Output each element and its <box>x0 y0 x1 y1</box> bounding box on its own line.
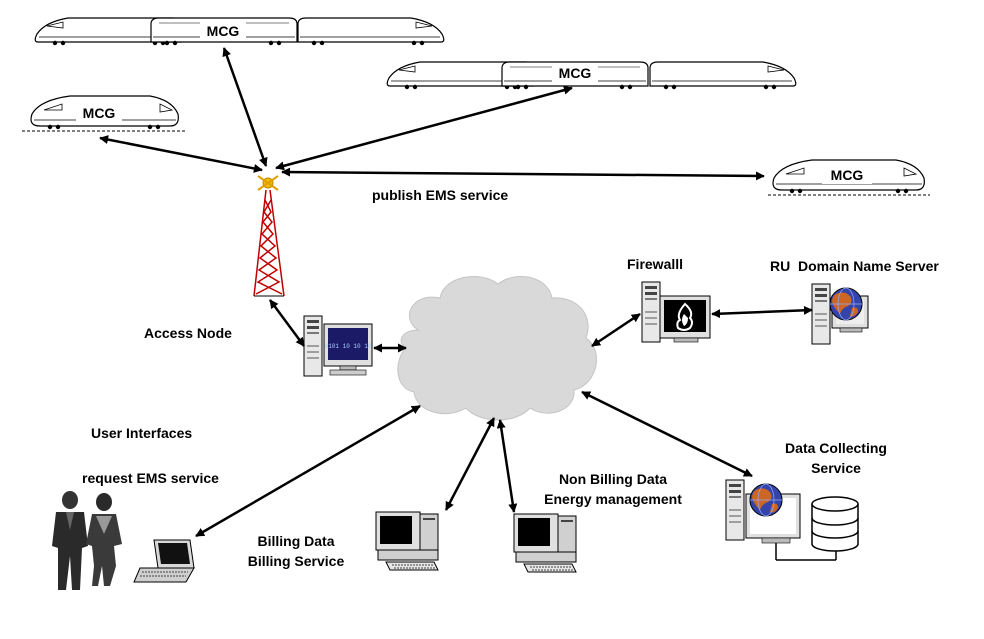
train-label-top-right: MCG <box>559 65 592 81</box>
user-interfaces-label: User Interfaces <box>91 425 193 441</box>
dns-label: RU Domain Name Server <box>770 258 939 274</box>
billing-computer-icon <box>375 511 439 571</box>
arrow-cloud-non-billing <box>496 419 518 513</box>
billing-service-line: Billing Service <box>247 553 345 569</box>
data-collecting-server-icon <box>725 479 837 561</box>
request-ems-service-label: request EMS service <box>82 470 219 486</box>
train-label-top-left: MCG <box>207 23 240 39</box>
non-billing-data-label: Non Billing Data Energy management <box>536 469 690 509</box>
access-node-computer-icon: 0101 10 10 10 <box>303 315 373 377</box>
arrow-firewall-dns <box>711 305 813 319</box>
energy-management-line: Energy management <box>544 491 682 507</box>
network-cloud-icon <box>397 276 597 421</box>
train-top-right <box>386 61 797 90</box>
train-top-left <box>34 17 445 46</box>
access-node-label: Access Node <box>144 325 232 341</box>
arrow-cloud-firewall <box>591 312 641 348</box>
data-collecting-line: Data Collecting <box>785 440 887 456</box>
arrow-tower-train-left <box>99 135 263 173</box>
billing-data-label: Billing Data Billing Service <box>240 531 352 571</box>
service-line: Service <box>811 460 861 476</box>
publish-ems-service-label: publish EMS service <box>372 187 509 203</box>
database-icon <box>811 496 859 552</box>
arrow-tower-train-top-right <box>275 85 573 171</box>
connection-arrows <box>99 47 813 538</box>
users-icon <box>52 491 122 590</box>
laptop-icon <box>133 539 195 583</box>
train-left <box>22 95 186 132</box>
arrow-tower-train-right <box>281 167 765 181</box>
data-collecting-service-label: Data Collecting Service <box>776 438 896 478</box>
train-label-right: MCG <box>831 167 864 183</box>
non-billing-computer-icon <box>513 513 577 573</box>
firewall-icon <box>641 281 711 343</box>
radio-tower-icon <box>253 175 285 297</box>
train-right <box>768 159 930 196</box>
dns-server-icon <box>811 283 869 345</box>
firewall-label: Firewalll <box>627 256 684 272</box>
arrow-cloud-laptop <box>195 404 421 538</box>
train-label-left: MCG <box>83 105 116 121</box>
arrow-tower-train-top-left <box>222 47 268 167</box>
non-billing-data-line: Non Billing Data <box>558 471 668 487</box>
arrow-cloud-billing <box>444 417 496 511</box>
billing-data-line: Billing Data <box>257 533 335 549</box>
svg-text:0101 10 10 10: 0101 10 10 10 <box>325 343 372 350</box>
arrow-cloud-data-collecting <box>581 390 753 478</box>
arrow-tower-access-node <box>268 299 306 347</box>
